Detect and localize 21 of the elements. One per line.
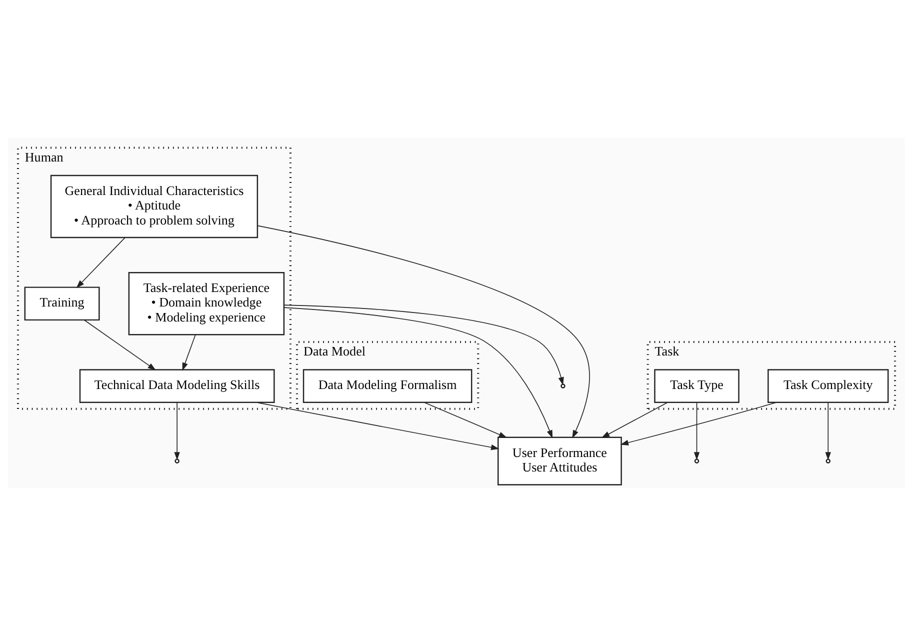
node-box: General Individual Characteristics • Aptitude • Approach to problem solving (50, 174, 258, 238)
arrow (256, 401, 500, 450)
node-box: User Performance User Attitudes (498, 436, 622, 485)
arrow (620, 402, 777, 445)
node-box: Task-related Experience • Domain knowledge • Modeling experience (128, 272, 285, 335)
arrow (694, 402, 700, 460)
arrow (76, 236, 126, 288)
arrow (825, 402, 831, 460)
arrow (174, 402, 180, 460)
arrow (84, 319, 156, 370)
arrow (284, 304, 564, 385)
arrow (257, 224, 590, 438)
node-box: Task Complexity (768, 368, 889, 402)
arrow (182, 334, 196, 370)
node-box: Task Type (654, 368, 740, 402)
node-box: Data Modeling Formalism (302, 368, 472, 402)
arrow (424, 402, 508, 438)
arrow (601, 402, 668, 438)
node-box: Training (24, 286, 100, 320)
arrow (284, 306, 553, 438)
node-box: Technical Data Modeling Skills (79, 368, 275, 402)
